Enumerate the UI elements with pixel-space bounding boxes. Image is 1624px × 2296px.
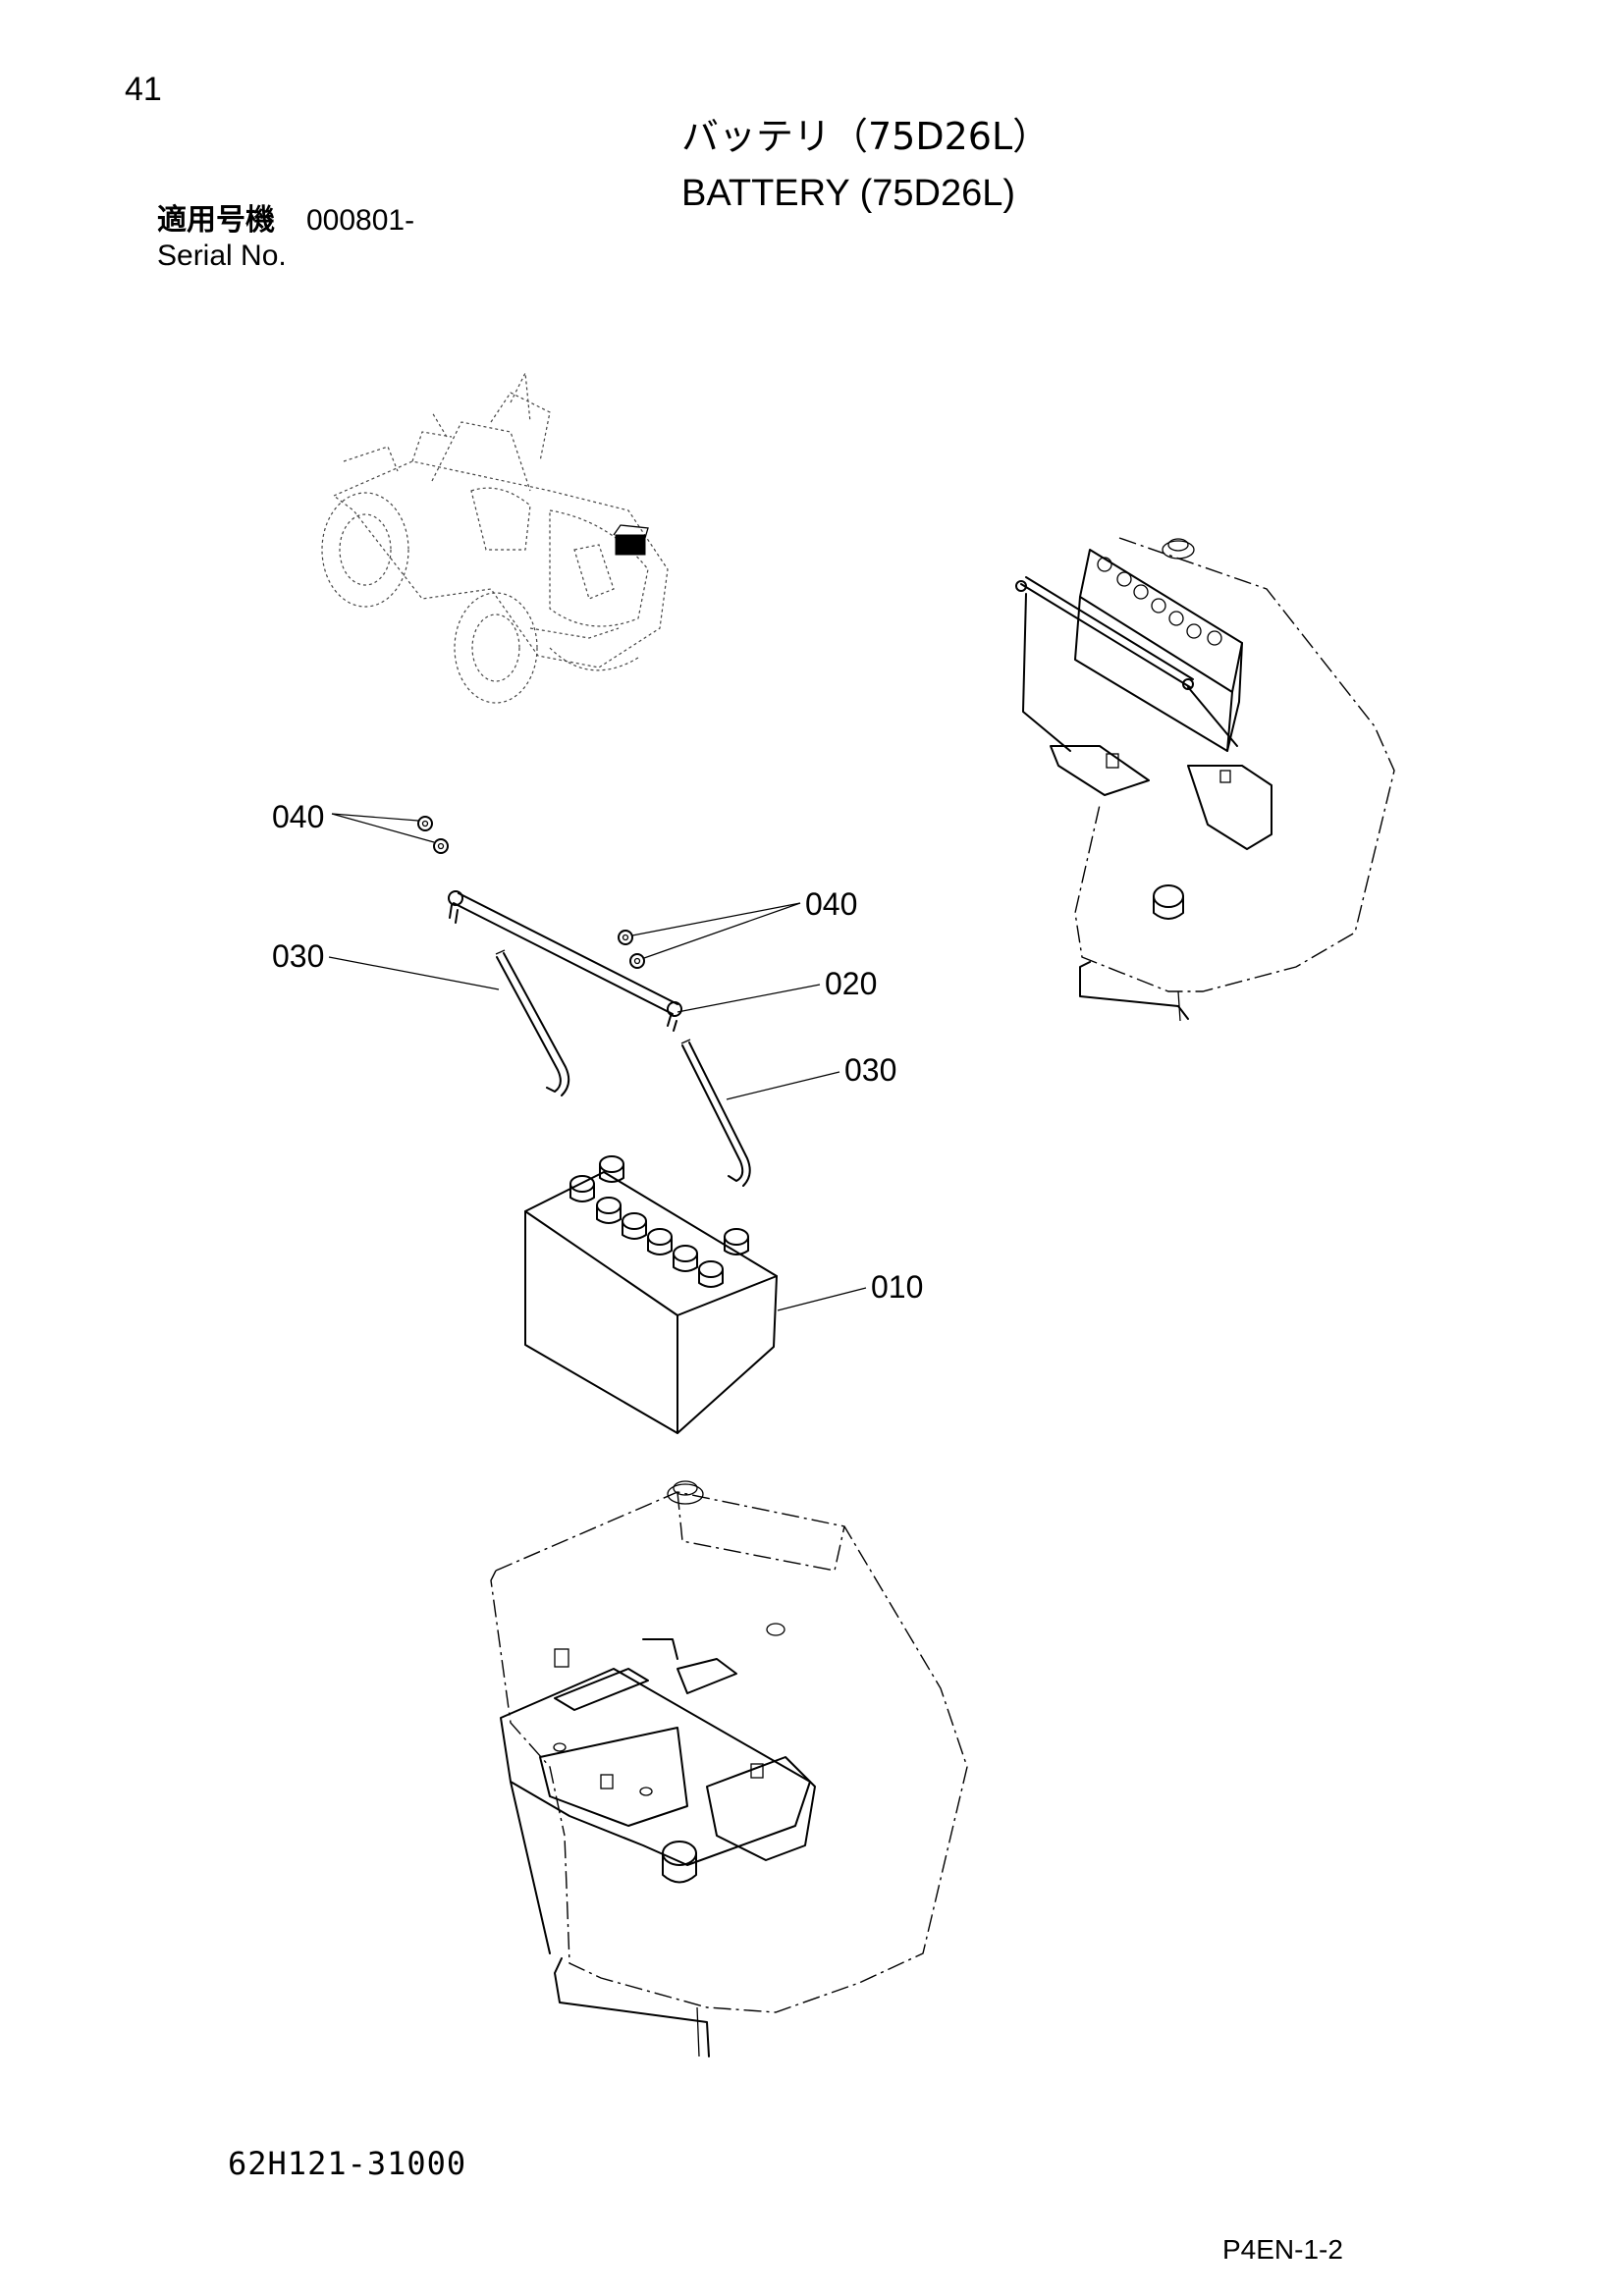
title-japanese: バッテリ（75D26L） (681, 115, 1051, 158)
callout-010: 010 (871, 1269, 923, 1305)
assembled-battery-view (1015, 537, 1395, 1022)
tractor-location-thumbnail (321, 370, 669, 704)
callout-040-right: 040 (805, 886, 857, 922)
serial-number-value: 000801- (306, 204, 415, 237)
hold-rod-left-030 (495, 949, 570, 1096)
callout-040-upper-left: 040 (272, 799, 324, 834)
page-code: P4EN-1-2 (1222, 2234, 1343, 2265)
hold-rod-right-030 (680, 1039, 751, 1187)
callout-030-right: 030 (844, 1052, 896, 1088)
serial-label-japanese: 適用号機 (157, 203, 275, 238)
callout-030-left: 030 (272, 938, 324, 974)
nut-parts-040 (417, 816, 645, 969)
title-english: BATTERY (75D26L) (681, 173, 1016, 214)
callout-020: 020 (825, 966, 877, 1001)
battery-tray-bracket (490, 1480, 968, 2057)
battery-hold-bar-020 (448, 890, 682, 1032)
serial-label-english: Serial No. (157, 240, 287, 272)
drawing-number: 62H121-31000 (228, 2145, 467, 2182)
leader-lines (328, 813, 867, 1311)
battery-010 (524, 1155, 778, 1434)
page-number: 41 (125, 71, 162, 108)
